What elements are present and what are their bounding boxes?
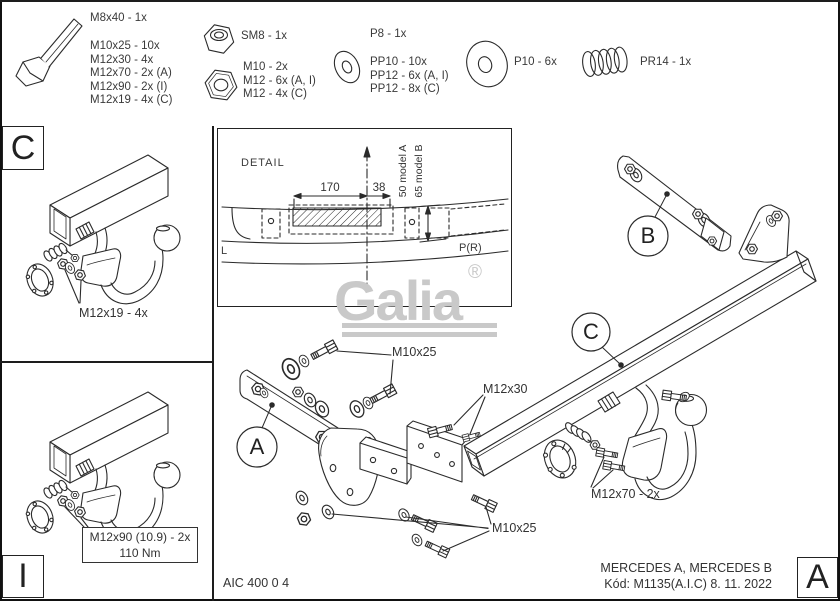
bolt-item: M10x25 - 10x xyxy=(90,40,160,52)
bolt-icon xyxy=(15,18,83,87)
nut-item: M12 - 4x (C) xyxy=(243,88,307,100)
bolt-title: M8x40 - 1x xyxy=(90,12,147,24)
nut-list: M10 - 2x M12 - 6x (A, I) M12 - 4x (C) xyxy=(243,61,316,102)
callout-m10x25-top: M10x25 xyxy=(392,345,437,359)
detail-box-frame xyxy=(217,128,512,307)
dim-170: 170 xyxy=(320,182,340,194)
logo-bar xyxy=(342,323,497,328)
small-washer-icon xyxy=(333,50,361,84)
washer-list: PP10 - 10x PP12 - 6x (A, I) PP12 - 8x (C… xyxy=(370,56,449,97)
callout-m12x70: M12x70 - 2x xyxy=(591,487,660,501)
model-b-dim: 65 model B xyxy=(413,144,425,198)
panel-c-letter: C xyxy=(10,128,36,167)
side-bracket-a xyxy=(239,339,398,457)
drawing-number: AIC 400 0 4 xyxy=(223,576,290,590)
logo-bar xyxy=(342,332,497,337)
sheet-letter: A xyxy=(806,558,829,596)
bolt-list: M10x25 - 10x M12x30 - 4x M12x70 - 2x (A)… xyxy=(90,40,172,108)
balloon-b-label: B xyxy=(640,223,656,248)
detail-drawing xyxy=(221,146,509,291)
balloon-c-label: C xyxy=(583,319,599,344)
bolt-item: M12x70 - 2x (A) xyxy=(90,67,172,79)
nut-icon xyxy=(204,69,238,101)
ball-mount xyxy=(542,384,708,501)
nut-item: M12 - 6x (A, I) xyxy=(243,74,316,87)
left-panels-divider xyxy=(0,361,213,363)
panel-i-letter: I xyxy=(18,557,28,595)
washer-item: PP12 - 8x (C) xyxy=(370,83,440,95)
panel-c-callout: M12x19 - 4x xyxy=(79,306,148,320)
model-a-dim: 50 model A xyxy=(397,144,409,198)
panel-c-letter-box: C xyxy=(2,126,44,170)
detail-title: DETAIL xyxy=(241,157,285,169)
washer-item: PP10 - 10x xyxy=(370,56,427,68)
panel-i-callout-line2: 110 Nm xyxy=(119,545,161,560)
locknut-icon xyxy=(203,24,235,54)
vehicle-name: MERCEDES A, MERCEDES B xyxy=(600,561,772,575)
callout-m12x30: M12x30 xyxy=(483,382,528,396)
dim-38: 38 xyxy=(372,182,386,194)
spring-icon xyxy=(582,46,628,77)
title-block: MERCEDES A, MERCEDES B Kód: M1135(A.I.C)… xyxy=(577,561,772,592)
parts-strip-divider xyxy=(0,0,840,2)
nut-item: M10 - 2x xyxy=(243,61,288,73)
registered-mark-icon: ® xyxy=(468,262,482,283)
center-bracket xyxy=(318,420,468,506)
callout-m10x25-bottom: M10x25 xyxy=(492,521,537,535)
big-washer-label: P10 - 6x xyxy=(514,56,557,68)
drawing-code: Kód: M1135(A.I.C) 8. 11. 2022 xyxy=(604,576,772,591)
bolt-item: M12x19 - 4x (C) xyxy=(90,94,173,106)
bolt-item: M12x90 - 2x (I) xyxy=(90,80,168,93)
panel-i-callout-box: M12x90 (10.9) - 2x 110 Nm xyxy=(82,527,198,563)
panel-i-letter-box: I xyxy=(2,555,44,598)
crossbar xyxy=(463,250,817,477)
detail-right-label: P(R) xyxy=(459,242,482,254)
big-washer-icon xyxy=(466,40,508,88)
balloons xyxy=(236,191,670,468)
detail-left-label: L xyxy=(221,245,228,257)
panel-i-drawing xyxy=(22,392,180,541)
washer-item: PP12 - 6x (A, I) xyxy=(370,69,449,82)
locknut-label: SM8 - 1x xyxy=(241,30,288,42)
fasteners xyxy=(293,389,692,559)
panel-i-callout-line1: M12x90 (10.9) - 2x xyxy=(89,530,191,544)
spring-label: PR14 - 1x xyxy=(640,56,692,68)
bumper-bracket-b xyxy=(617,155,790,263)
socket-plate xyxy=(542,439,577,479)
galia-logo: Galia xyxy=(334,269,463,332)
panel-c-drawing xyxy=(22,155,180,304)
left-column-divider xyxy=(212,126,214,601)
bolt-item: M12x30 - 4x xyxy=(90,53,154,66)
washer-title: P8 - 1x xyxy=(370,28,407,40)
sheet-letter-box: A xyxy=(797,557,838,598)
balloon-a-label: A xyxy=(249,434,265,459)
